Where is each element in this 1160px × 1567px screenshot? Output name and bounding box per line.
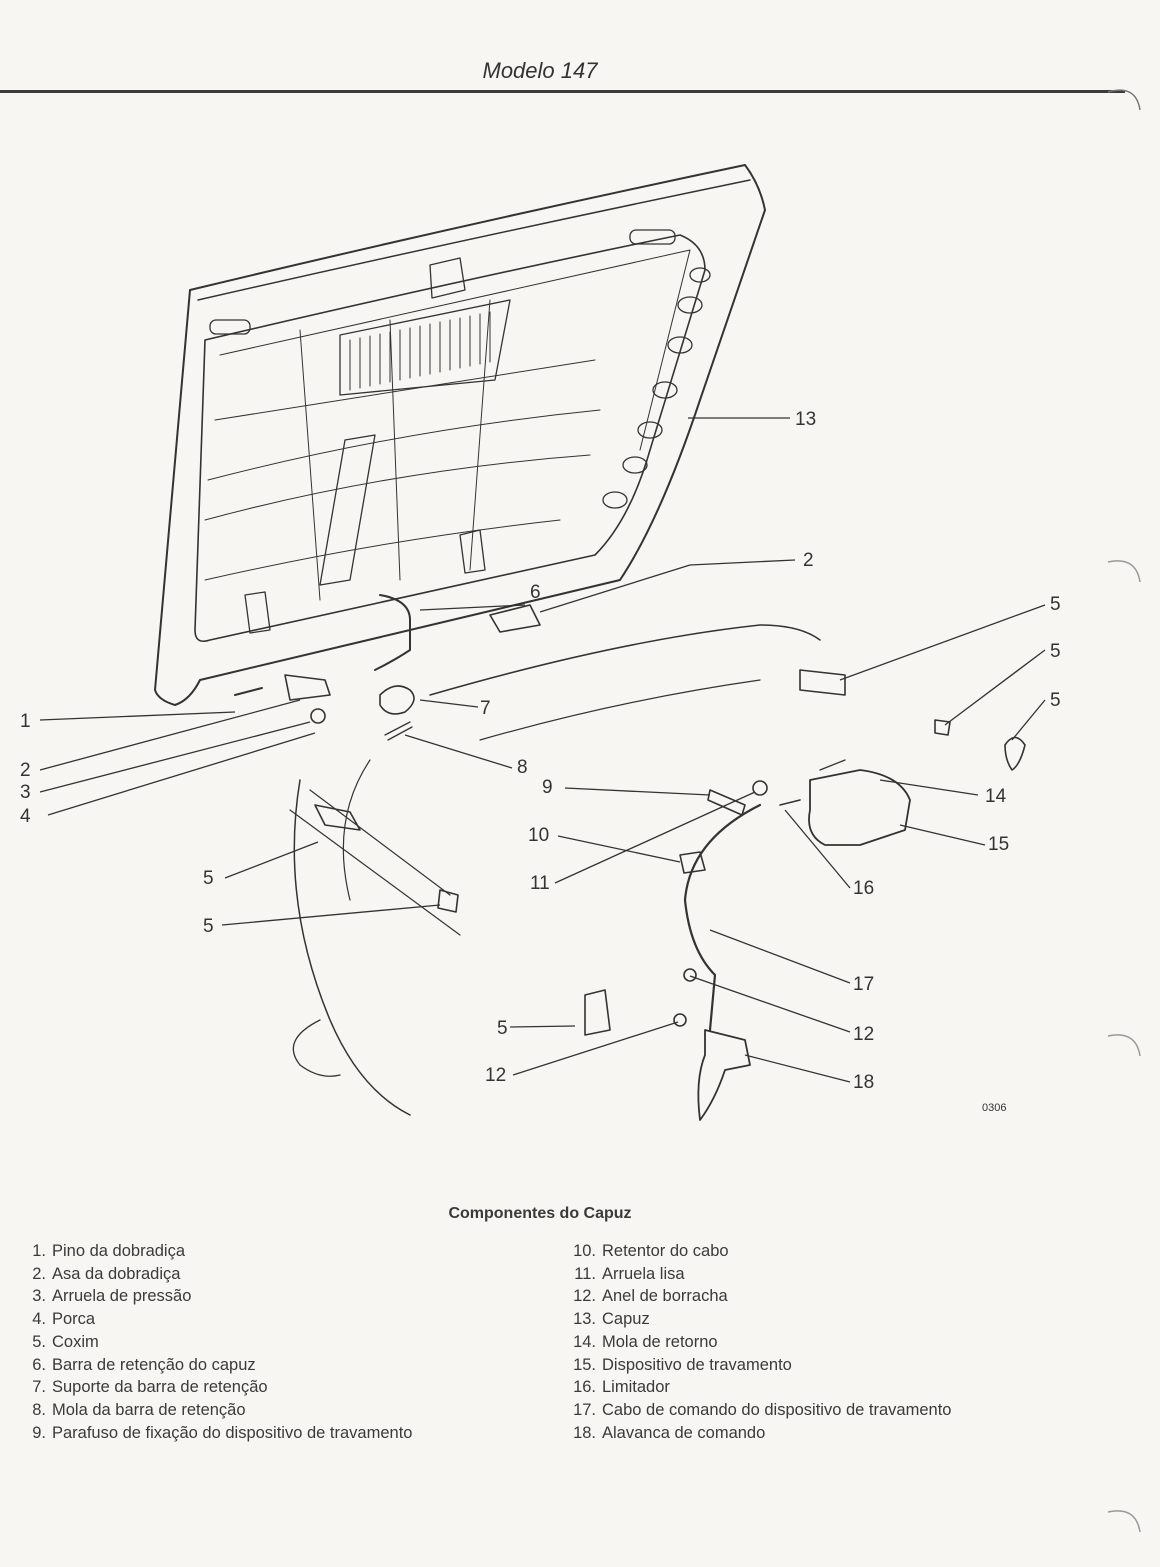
callout-label: 5 [203,916,214,937]
binder-hole-mark [1107,1034,1141,1057]
binder-hole-mark [1107,1510,1141,1533]
legend-item: 6.Barra de retenção do capuz [32,1355,256,1374]
callout-label: 4 [20,806,31,827]
legend-item: 3.Arruela de pressão [32,1287,192,1306]
callout-label: 1 [20,711,31,732]
page-title: Modelo 147 [482,58,598,83]
legend-item: 16.Limitador [573,1378,670,1397]
callout-labels: 1 2 3 4 5 5 5 5 5 5 6 7 8 9 10 11 12 12 … [20,409,1061,1114]
hood-exploded-diagram: 1 2 3 4 5 5 5 5 5 5 6 7 8 9 10 11 12 12 … [20,164,1061,1121]
legend-item: 10.Retentor do cabo [573,1242,729,1260]
callout-label: 2 [803,550,814,571]
callout-label: 5 [1050,594,1061,615]
callout-label: 5 [1050,641,1061,662]
parts-legend-right: 10.Retentor do cabo 11.Arruela lisa 12.A… [560,1240,951,1444]
legend-item: 8.Mola da barra de retenção [32,1400,246,1419]
legend-item: 14.Mola de retorno [573,1332,718,1351]
callout-label: 14 [985,786,1007,807]
legend-item: 4.Porca [32,1310,96,1329]
callout-label: 5 [1050,690,1061,711]
callout-label: 7 [480,698,491,719]
legend-item: 13.Capuz [573,1310,650,1329]
callout-label: 13 [795,409,816,430]
callout-label: 16 [853,878,874,899]
callout-label: 10 [528,825,549,846]
callout-label: 9 [542,777,553,798]
callout-label: 12 [485,1065,506,1086]
legend-item: 11.Arruela lisa [574,1264,685,1283]
callout-label: 8 [517,757,528,778]
legend-item: 18.Alavanca de comando [573,1423,766,1442]
parts-legend-left: 1.Pino da dobradiça 2.Asa da dobradiça 3… [20,1240,412,1444]
binder-hole-mark [1107,560,1141,583]
hood-panel [154,164,766,706]
legend-item: 1.Pino da dobradiça [32,1242,186,1260]
legend-item: 9.Parafuso de fixação do dispositivo de … [32,1423,413,1442]
legend-item: 17.Cabo de comando do dispositivo de tra… [573,1400,952,1419]
callout-label: 12 [853,1024,874,1045]
figure-code: 0306 [982,1102,1006,1114]
callout-label: 18 [853,1072,874,1093]
callout-label: 15 [988,834,1009,855]
callout-label: 11 [530,873,550,894]
callout-label: 5 [203,868,214,889]
legend-item: 15.Dispositivo de travamento [573,1355,792,1374]
callout-label: 2 [20,760,31,781]
callout-label: 5 [497,1018,508,1039]
legend-item: 12.Anel de borracha [573,1287,728,1306]
legend-item: 2.Asa da dobradiça [32,1264,181,1283]
callout-label: 6 [530,582,541,603]
legend-item: 5.Coxim [32,1332,99,1351]
legend-item: 7.Suporte da barra de retenção [32,1378,268,1397]
callout-label: 17 [853,974,874,995]
binder-hole-mark [1107,89,1141,111]
callout-label: 3 [20,782,31,803]
figure-caption: Componentes do Capuz [448,1205,632,1222]
header-rule [0,90,1125,93]
